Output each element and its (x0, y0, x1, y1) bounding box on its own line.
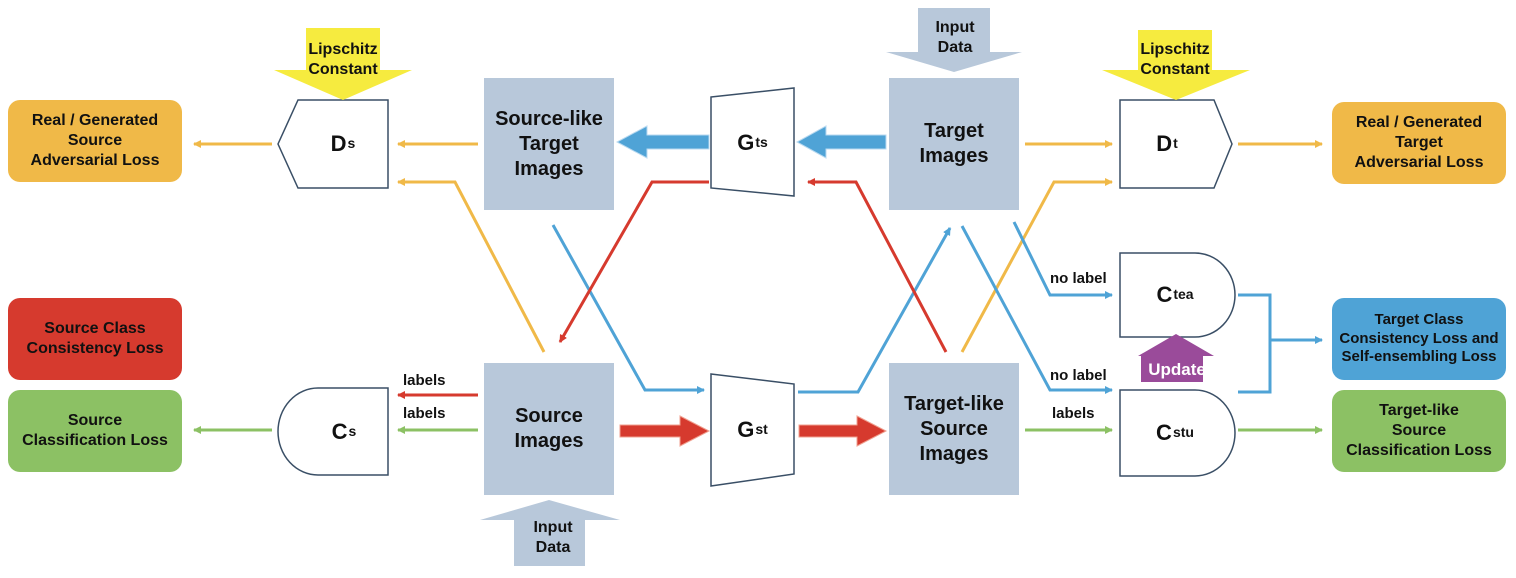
dt-sub-text: t (1173, 135, 1178, 152)
lipschitz-right-arrow-shape (1102, 30, 1250, 100)
target-images-box (889, 78, 1019, 210)
target-images-label: Target Images (919, 120, 989, 167)
no-label-stu-edge-label: no label (1050, 366, 1107, 384)
target-to-gts-thick-arrow (795, 125, 887, 159)
cstu-classifier-shape (1119, 389, 1236, 477)
lipschitz-left-label: Lipschitz Constant (308, 41, 378, 78)
dt-discriminator-shape (1119, 99, 1233, 189)
source-class-consistency-loss-label: Source Class Consistency Loss (26, 320, 164, 357)
target-adversarial-loss-box (1332, 102, 1506, 184)
source-adversarial-loss-label: Real / Generated Source Adversarial Loss (30, 112, 160, 169)
ds-discriminator-shape (277, 99, 389, 189)
ds-sub-text: s (347, 135, 356, 152)
targetlike-to-dt-arrow (960, 178, 1113, 353)
cs-sub-text: s (348, 422, 357, 439)
targetlike-classification-loss-box (1332, 390, 1506, 472)
gst-sub-text: st (755, 421, 768, 438)
update-label: Update (1148, 360, 1206, 380)
labels-green-edge-label: labels (403, 404, 446, 422)
source-images-label: Source Images (514, 405, 584, 452)
source-classification-loss-box (8, 390, 182, 472)
input-bottom-arrow-shape (480, 500, 620, 566)
target-like-source-images-box (889, 363, 1019, 495)
lipschitz-left-arrow-shape (274, 28, 412, 100)
input-top-label: Input Data (935, 19, 975, 56)
gts-to-source-arrow (558, 180, 709, 343)
source-classification-loss-label: Source Classification Loss (22, 412, 168, 449)
lipschitz-right-label: Lipschitz Constant (1140, 41, 1210, 78)
gts-main-text: G (737, 129, 755, 155)
source-to-gst-thick-arrow (619, 415, 711, 447)
labels-stu-edge-label: labels (1052, 404, 1095, 422)
source-to-ds-arrow (397, 178, 546, 353)
source-adversarial-loss-box (8, 100, 182, 182)
cs-main-text: C (331, 418, 348, 444)
target-like-source-images-label: Target-like Source Images (904, 392, 1004, 465)
cs-classifier-shape (277, 387, 389, 476)
ctea-to-consistency-bracket (1238, 293, 1272, 394)
labels-red-edge-label: labels (403, 371, 446, 389)
gts-to-sourcelike-thick-arrow (615, 125, 710, 159)
gts-generator-shape (710, 87, 795, 197)
cstu-sub-text: stu (1172, 424, 1194, 441)
gst-to-targetlike-thick-arrow (798, 415, 888, 447)
input-top-arrow-shape (886, 8, 1022, 72)
target-adversarial-loss-label: Real / Generated Target Adversarial Loss (1354, 114, 1484, 171)
ds-main-text: D (330, 131, 347, 157)
gst-main-text: G (737, 417, 755, 443)
sourcelike-to-gst-arrow (551, 224, 705, 394)
no-label-tea-edge-label: no label (1050, 269, 1107, 287)
dt-main-text: D (1156, 131, 1173, 157)
input-bottom-label: Input Data (533, 519, 573, 556)
target-to-cstu-arrow (960, 225, 1113, 394)
ctea-main-text: C (1156, 282, 1173, 308)
update-arrow-shape (1138, 334, 1214, 382)
ctea-sub-text: tea (1173, 286, 1194, 303)
source-class-consistency-loss-box (8, 298, 182, 380)
ctea-classifier-shape (1119, 252, 1236, 338)
source-images-box (484, 363, 614, 495)
target-consistency-loss-label: Target Class Consistency Loss and Self-e… (1339, 310, 1499, 366)
source-like-target-images-box (484, 78, 614, 210)
source-like-target-images-label: Source-like Target Images (495, 107, 603, 180)
cstu-main-text: C (1156, 420, 1172, 446)
target-to-ctea-arrow (1012, 221, 1113, 299)
targetlike-classification-loss-label: Target-like Source Classification Loss (1346, 402, 1492, 459)
gst-to-target-arrow (798, 227, 952, 394)
gts-sub-text: ts (755, 133, 768, 150)
target-consistency-loss-box (1332, 298, 1506, 380)
gst-generator-shape (710, 373, 795, 487)
targetlike-to-gts-arrow (807, 178, 948, 353)
